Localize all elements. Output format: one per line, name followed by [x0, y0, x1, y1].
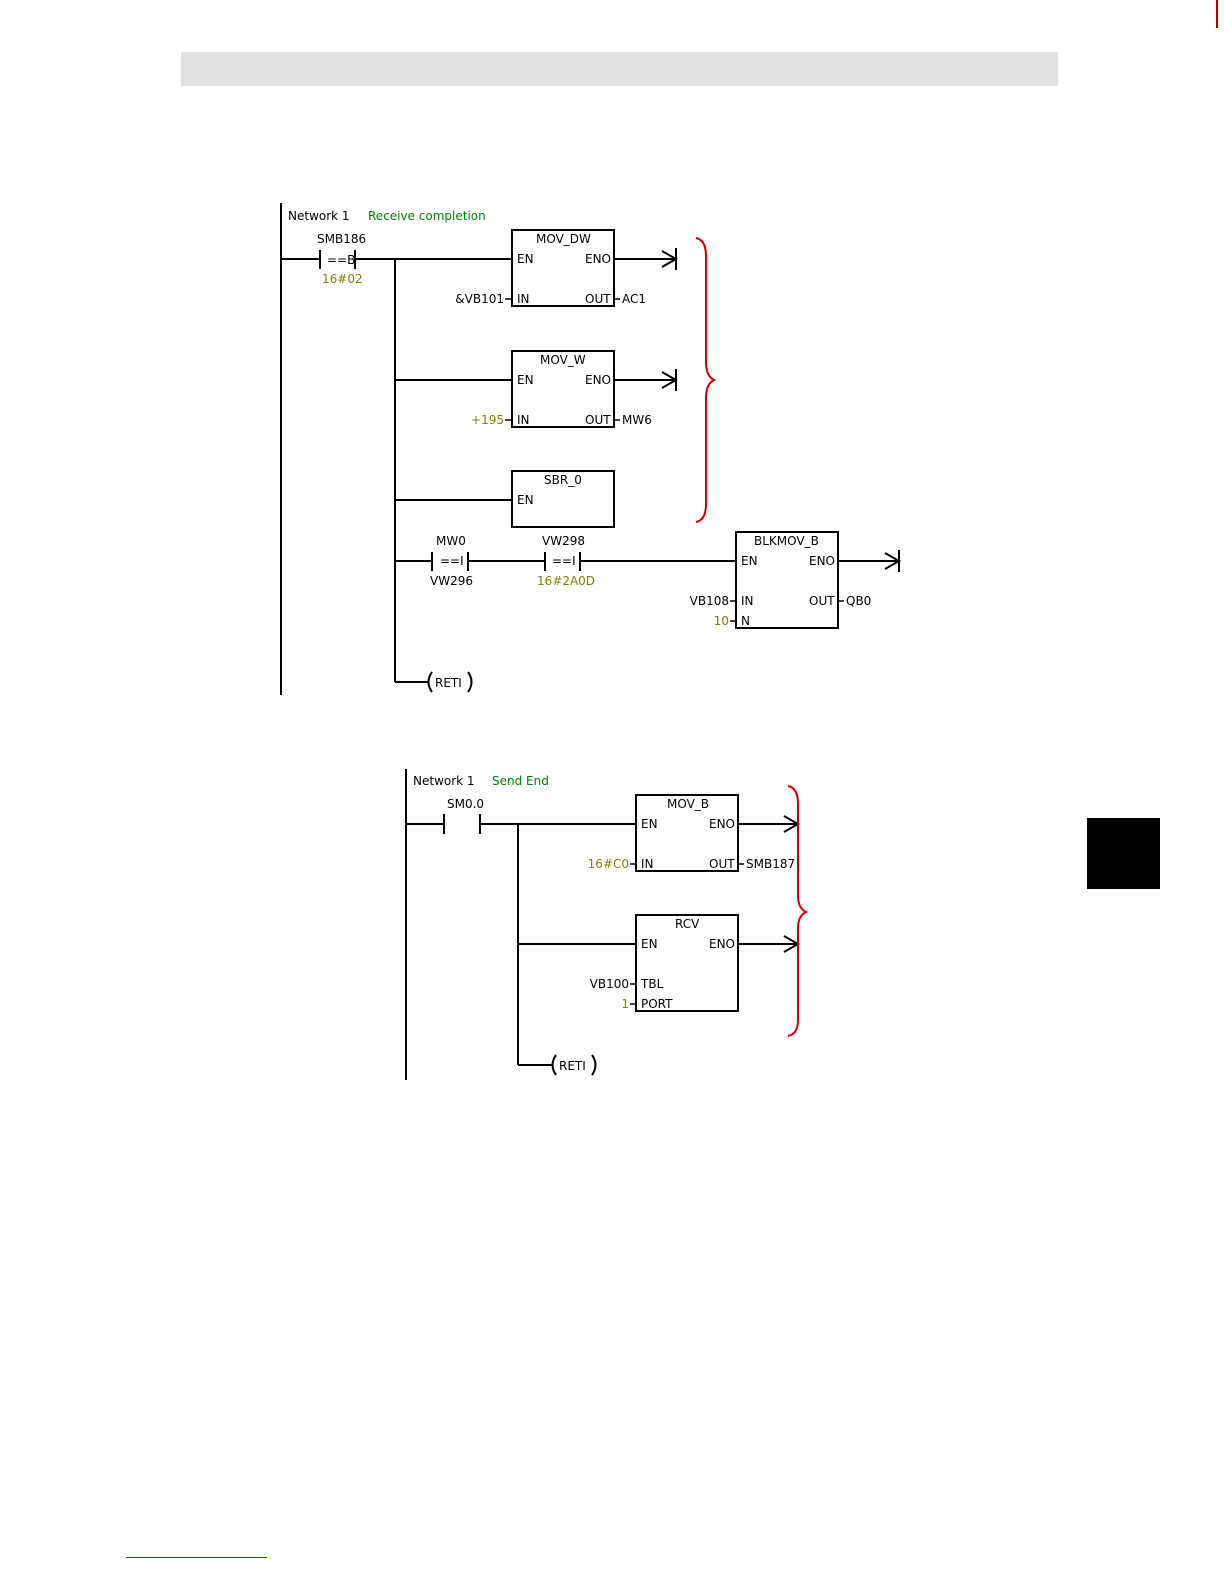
operand-out: MW6: [622, 413, 652, 427]
contact-address: MW0: [436, 534, 466, 548]
pin-in: IN: [517, 292, 530, 306]
pin-eno: ENO: [709, 817, 735, 831]
operand-out: QB0: [846, 594, 871, 608]
operand-out: SMB187: [746, 857, 795, 871]
coil-label: RETI: [435, 676, 462, 690]
contact-address: SM0.0: [447, 797, 484, 811]
operand-n: 10: [714, 614, 729, 628]
pin-port: PORT: [641, 997, 673, 1011]
network-label: Network 1: [413, 774, 475, 788]
pin-en: EN: [517, 373, 534, 387]
block-mov-b: MOV_B EN ENO IN OUT 16#C0 SMB187: [588, 795, 798, 871]
contact-value: VW296: [430, 574, 473, 588]
block-title: MOV_W: [540, 353, 586, 367]
pin-en: EN: [641, 937, 658, 951]
operand-in: VB108: [690, 594, 729, 608]
pin-en: EN: [641, 817, 658, 831]
pin-in: IN: [641, 857, 654, 871]
pin-eno: ENO: [585, 252, 611, 266]
contact-address: SMB186: [317, 232, 366, 246]
pin-eno: ENO: [709, 937, 735, 951]
block-title: BLKMOV_B: [754, 534, 819, 548]
operand-in: 16#C0: [588, 857, 629, 871]
pin-eno: ENO: [585, 373, 611, 387]
compare-contact-vw298: VW298 ==I 16#2A0D: [537, 534, 736, 588]
pin-out: OUT: [709, 857, 735, 871]
operand-tbl: VB100: [590, 977, 629, 991]
pin-n: N: [741, 614, 750, 628]
pin-out: OUT: [585, 292, 611, 306]
pin-tbl: TBL: [640, 977, 664, 991]
contact-value: 16#2A0D: [537, 574, 595, 588]
block-title: MOV_DW: [536, 232, 591, 246]
pin-en: EN: [517, 493, 534, 507]
block-mov-dw: MOV_DW EN ENO IN OUT &VB101 AC1: [455, 230, 676, 306]
block-title: RCV: [675, 917, 700, 931]
pin-out: OUT: [809, 594, 835, 608]
pin-out: OUT: [585, 413, 611, 427]
network-send-end: Network 1 Send End SM0.0 MOV_B EN ENO IN…: [406, 769, 806, 1080]
pin-en: EN: [517, 252, 534, 266]
block-title: SBR_0: [544, 473, 582, 487]
operand-port: 1: [621, 997, 629, 1011]
pin-eno: ENO: [809, 554, 835, 568]
contact-value: 16#02: [322, 272, 363, 286]
contact-operator: ==I: [440, 554, 464, 568]
contact-operator: ==B: [327, 253, 355, 267]
highlight-brace: [696, 238, 714, 522]
block-rcv: RCV EN ENO TBL PORT VB100 1: [590, 915, 798, 1011]
operand-in: &VB101: [455, 292, 504, 306]
contact-operator: ==I: [552, 554, 576, 568]
coil-label: RETI: [559, 1059, 586, 1073]
operand-out: AC1: [622, 292, 646, 306]
compare-contact-smb186: SMB186 ==B 16#02: [281, 232, 512, 286]
block-blkmov-b: BLKMOV_B EN ENO IN OUT N VB108 10 QB0: [690, 532, 899, 628]
block-sbr-0: SBR_0 EN: [512, 471, 614, 527]
contact-address: VW298: [542, 534, 585, 548]
pin-in: IN: [517, 413, 530, 427]
network-label: Network 1: [288, 209, 350, 223]
block-mov-w: MOV_W EN ENO IN OUT +195 MW6: [471, 351, 676, 427]
pin-in: IN: [741, 594, 754, 608]
operand-in: +195: [471, 413, 504, 427]
compare-contact-mw0: MW0 ==I VW296: [395, 534, 545, 588]
coil-reti: RETI: [518, 1055, 596, 1075]
contact-sm0-0: SM0.0: [406, 797, 636, 834]
coil-reti: RETI: [395, 672, 472, 692]
pin-en: EN: [741, 554, 758, 568]
network-comment: Send End: [492, 774, 549, 788]
network-comment: Receive completion: [368, 209, 486, 223]
network-receive-completion: Network 1 Receive completion SMB186 ==B …: [281, 203, 899, 695]
block-title: MOV_B: [667, 797, 709, 811]
